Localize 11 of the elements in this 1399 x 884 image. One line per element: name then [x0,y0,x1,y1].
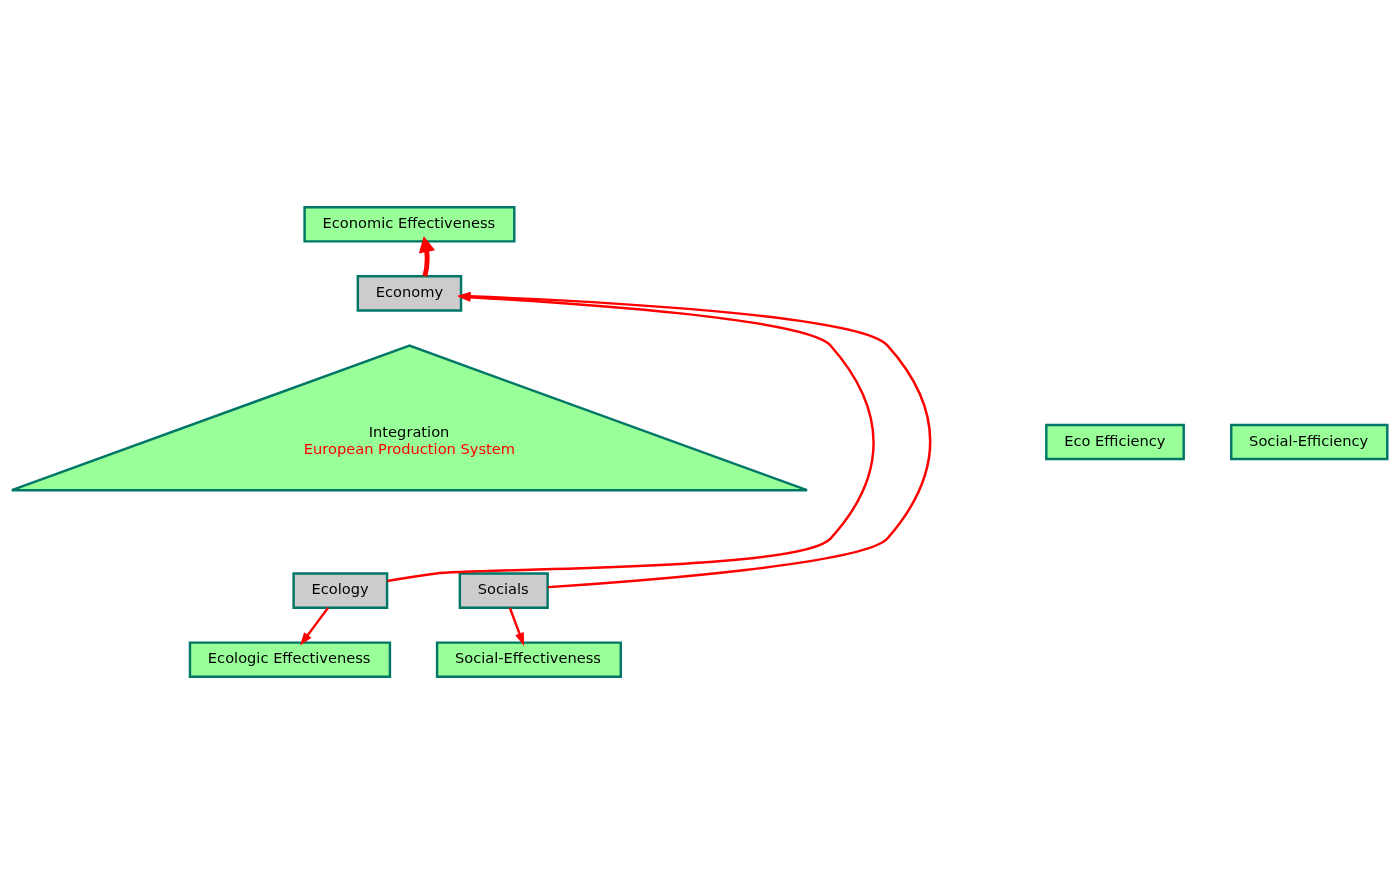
node-box: Social-Efficiency [1230,423,1389,461]
node-box: Eco Efficiency [1045,423,1185,461]
node-box: Social-Effectiveness [435,641,622,678]
node-box: Economy [356,275,463,312]
arrow [300,607,330,646]
node-box: Ecologic Effectiveness [188,641,392,678]
arrow [508,607,525,646]
node-box: Economic Effectiveness [303,206,516,243]
arrow [418,236,436,277]
node-box: Ecology [292,572,389,609]
node-box: Socials [458,572,549,609]
